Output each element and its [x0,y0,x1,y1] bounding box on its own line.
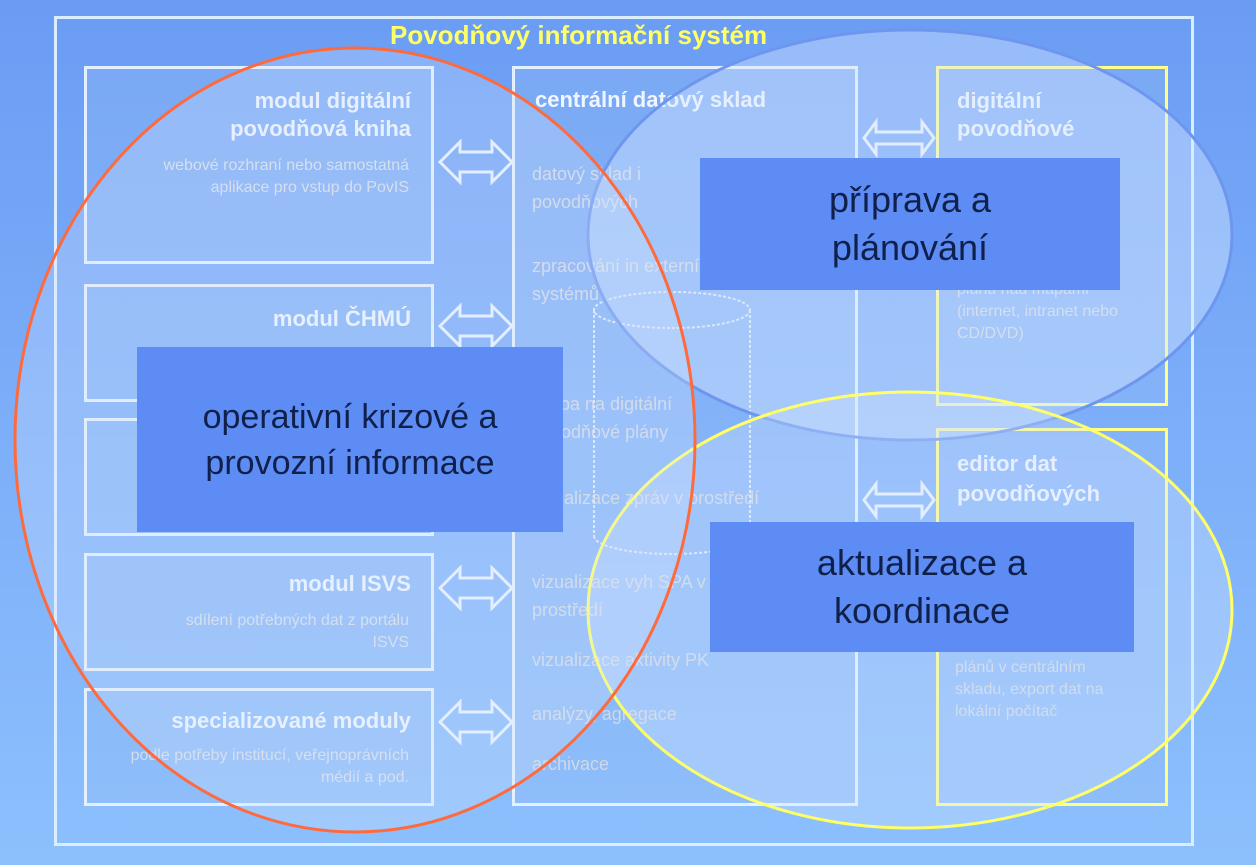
arrow-left-1 [437,138,515,186]
central-item: datový sklad i povodňových [532,160,742,216]
module-isvs: modul ISVS sdílení potřebných dat z port… [84,553,434,671]
arrow-right-2 [862,479,936,521]
module-title: editor dat povodňových [957,449,1147,509]
label-update-text: aktualizace a koordinace [816,542,1028,631]
central-item: vizualizace aktivity PK [532,646,832,674]
module-title: digitální povodňové [957,87,1117,143]
arrow-left-2 [437,302,515,350]
module-flood-book: modul digitální povodňová kniha webové r… [84,66,434,264]
arrow-left-3 [437,564,515,612]
module-title: modul ČHMÚ [191,305,411,333]
label-operative-text: operativní krizové a provozní informace [202,397,498,482]
module-desc: plánů v centrálním skladu, export dat na… [955,657,1135,723]
module-desc: podle potřeby institucí, veřejnoprávních… [89,745,409,789]
arrow-left-4 [437,698,515,746]
label-update: aktualizace a koordinace [710,522,1134,652]
central-item: zpracování in externích systémů [532,252,762,308]
system-frame [54,16,1194,846]
module-title: modul ISVS [191,570,411,598]
central-item: vazba na digitální povodňové plány [532,390,752,446]
central-title: centrální datový sklad [535,87,767,112]
diagram-title: Povodňový informační systém [390,20,768,50]
module-desc: sdílení potřebných dat z portálu ISVS [149,610,409,654]
arrow-right-1 [862,117,936,159]
label-planning-text: příprava a plánování [828,179,992,268]
label-operative: operativní krizové a provozní informace [137,347,563,532]
module-desc: webové rozhraní nebo samostatná aplikace… [149,155,409,199]
label-planning: příprava a plánování [700,158,1120,290]
central-item: vizualizace vyh SPA v prostředí [532,568,772,624]
module-title: modul digitální povodňová kniha [191,87,411,143]
module-title: specializované moduly [91,707,411,735]
central-item: analýzy, agregace [532,704,677,724]
